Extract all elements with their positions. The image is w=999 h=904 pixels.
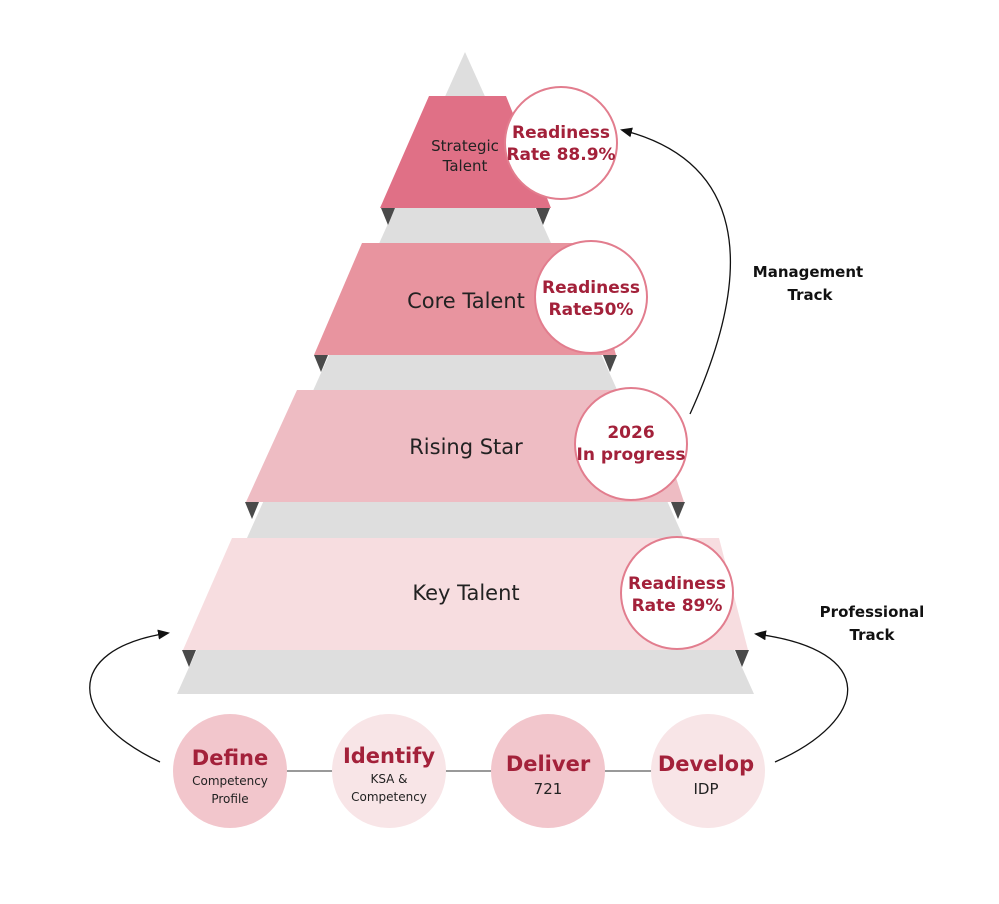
fold-triangle-left: [245, 502, 259, 519]
badge-circle: [620, 536, 734, 650]
badge-key-talent: Readiness Rate 89%: [620, 536, 734, 650]
badge-circle: [534, 240, 648, 354]
fold-triangle-left: [381, 208, 395, 225]
step-title: Identify: [343, 744, 435, 768]
tier-strategic-talent-label-line1: Strategic: [431, 137, 499, 155]
professional-track-arrow-right: [754, 630, 849, 763]
step-subtitle: IDP: [693, 780, 718, 798]
management-track-arrow: [620, 127, 731, 415]
step-subtitle-line2: Competency: [351, 790, 427, 804]
management-track-label-line1: Management: [753, 263, 863, 281]
step-identify: Identify KSA & Competency: [332, 714, 446, 828]
fold-triangle-right: [603, 355, 617, 372]
step-subtitle: 721: [534, 780, 563, 798]
step-subtitle-line1: Competency: [192, 774, 268, 788]
badge-line2: Rate50%: [549, 300, 634, 320]
step-title: Deliver: [506, 752, 591, 776]
badge-rising-star: 2026 In progress: [574, 387, 688, 501]
fold-triangle-left: [182, 650, 196, 667]
tier-rising-star-label: Rising Star: [409, 435, 523, 459]
step-circle: [173, 714, 287, 828]
fold-triangle-right: [735, 650, 749, 667]
management-track-label-line2: Track: [788, 286, 834, 304]
tier-key-talent: Key Talent: [182, 538, 749, 667]
badge-line1: 2026: [607, 423, 654, 443]
fold-triangle-right: [671, 502, 685, 519]
badge-strategic-talent: Readiness Rate 88.9%: [504, 86, 618, 200]
step-circle: [651, 714, 765, 828]
tier-key-talent-label: Key Talent: [412, 581, 519, 605]
step-deliver: Deliver 721: [491, 714, 605, 828]
step-title: Define: [192, 746, 268, 770]
step-define: Define Competency Profile: [173, 714, 287, 828]
badge-circle: [504, 86, 618, 200]
pyramid-background: [177, 52, 754, 694]
badge-line1: Readiness: [512, 123, 610, 143]
step-subtitle-line2: Profile: [211, 792, 248, 806]
tier-key-talent-band: [183, 538, 748, 650]
professional-track-label-line2: Track: [850, 626, 896, 644]
step-circle: [491, 714, 605, 828]
professional-track-arrow-left: [89, 629, 170, 763]
step-circle: [332, 714, 446, 828]
tier-strategic-talent-label-line2: Talent: [442, 157, 488, 175]
badge-circle: [574, 387, 688, 501]
badge-line2: Rate 88.9%: [506, 145, 615, 165]
step-subtitle-line1: KSA &: [370, 772, 407, 786]
badge-line2: Rate 89%: [632, 596, 723, 616]
badge-core-talent: Readiness Rate50%: [534, 240, 648, 354]
badge-line2: In progress: [577, 445, 686, 465]
tier-rising-star: Rising Star: [245, 390, 685, 519]
professional-track-label-line1: Professional: [820, 603, 925, 621]
step-develop: Develop IDP: [651, 714, 765, 828]
badge-line1: Readiness: [628, 574, 726, 594]
fold-triangle-right: [536, 208, 550, 225]
step-title: Develop: [658, 752, 754, 776]
badge-line1: Readiness: [542, 278, 640, 298]
fold-triangle-left: [314, 355, 328, 372]
tier-core-talent-label: Core Talent: [407, 289, 525, 313]
tier-rising-star-band: [246, 390, 684, 502]
